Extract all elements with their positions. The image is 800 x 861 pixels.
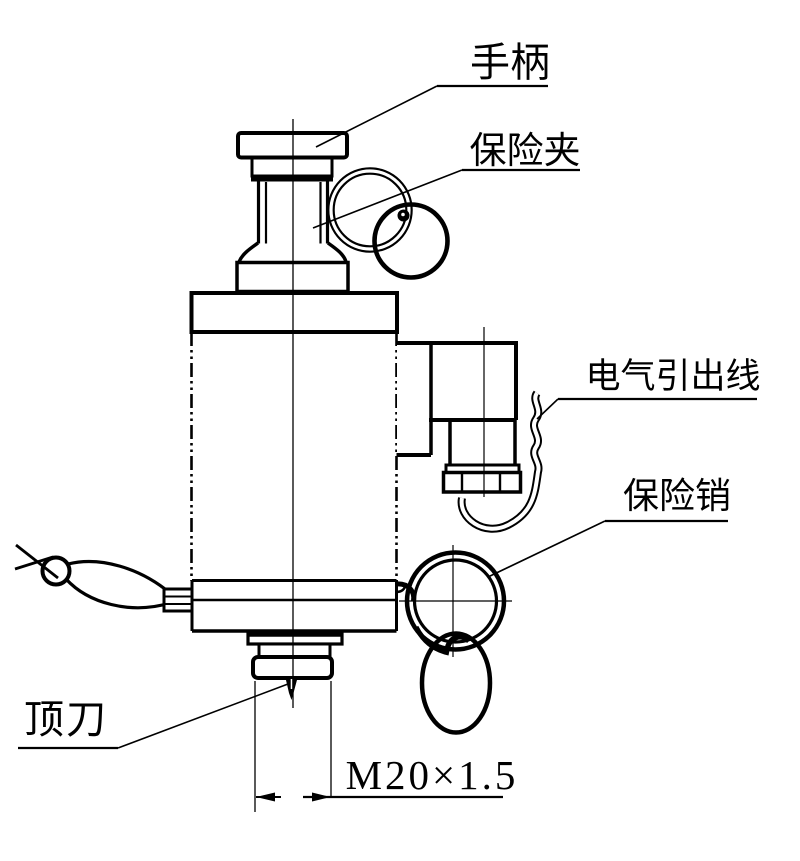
handle-label: 手柄 [470,40,550,85]
thread-dimension [254,681,503,812]
tag-curl [444,634,471,651]
electrical-lead-wire-label: 电气引出线 [585,357,760,396]
main-body [189,291,399,581]
bell-curve-left [236,241,260,265]
electrical-wire [457,390,543,533]
safety-pin-leader-line [487,520,606,578]
lock-wire-loop [14,543,172,610]
top-knife-leader-line [117,683,289,749]
pin-ring-split-end [413,625,450,656]
electrical-connector [396,341,518,467]
safety-clip-leader-line [312,169,463,229]
dim-arrow-left [256,792,275,802]
dim-arrow-right [312,792,331,802]
wire-strand-lower [64,577,171,610]
cable-gland-nut [441,463,523,494]
electrical-wire-leader-line [536,398,559,420]
clip-small-ring [372,202,450,280]
safety-pin-assembly [395,545,512,735]
top-knife-label: 顶刀 [24,697,108,742]
handle-collar [250,155,334,178]
wire-strand-upper [67,559,172,595]
callouts [18,84,757,750]
safety-pin-label: 保险销 [623,476,731,516]
safety-clip-label: 保险夹 [470,130,581,172]
wire-eyelet [40,555,72,587]
wire-lug [162,587,194,613]
bell-curve-right [326,241,349,265]
pull-tag-oval [419,631,493,735]
threaded-nozzle [246,631,344,700]
thread-dimension-label: M20×1.5 [346,752,519,798]
body-top-band [189,291,399,334]
body-bottom-flange [162,579,398,633]
safety-clip-ring [327,167,450,280]
handle-leader-line [315,85,438,148]
